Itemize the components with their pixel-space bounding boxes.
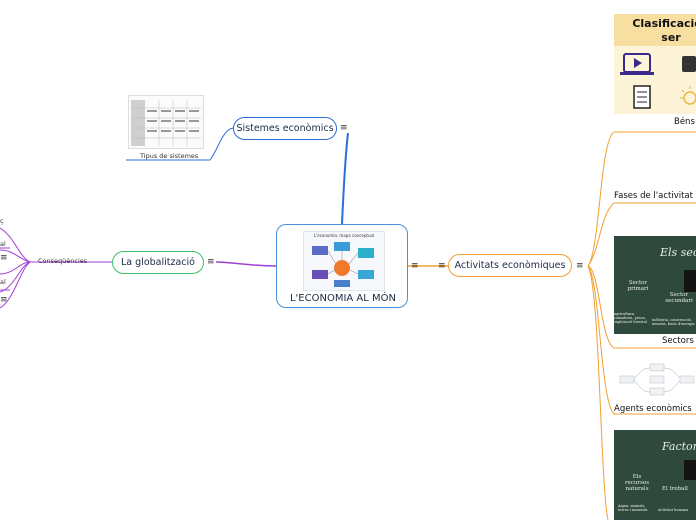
node-sistemes-label: Sistemes econòmics [236, 123, 333, 134]
leaf-menu-icon-1[interactable]: ≡ [0, 254, 8, 263]
activitats-menu-icon-left[interactable]: ≡ [438, 262, 446, 271]
node-globalitzacio-label: La globalització [121, 257, 195, 268]
consequencies-leaf-4[interactable]: al [0, 278, 6, 286]
node-globalitzacio[interactable]: La globalització [112, 251, 204, 274]
sectors-board-dark-box [684, 270, 696, 292]
activitats-menu-icon-right[interactable]: ≡ [576, 262, 584, 271]
sectors-board-secundari: Sector secundari [662, 292, 696, 304]
agents-diagram-image [618, 362, 696, 398]
central-menu-icon[interactable]: ≡ [411, 262, 419, 271]
bens-label[interactable]: Béns [674, 117, 695, 127]
agents-label[interactable]: Agents econòmics [614, 404, 692, 414]
factors-board-dark-box [684, 460, 696, 480]
bens-image: Clasificación ser [614, 14, 696, 114]
central-concept-map-image: L'economia: mapa conceptual [303, 231, 385, 291]
table-thumbnail-graphic [129, 96, 203, 148]
fases-label[interactable]: Fases de l'activitat e [614, 191, 696, 201]
sectors-board-title: Els sector [660, 246, 696, 259]
node-activitats-economiques[interactable]: Activitats econòmiques [448, 254, 572, 277]
consequencies-leaf-1[interactable]: ç [0, 217, 4, 225]
factors-chalkboard-image: Factors Els recursos naturals El treball… [614, 430, 696, 520]
tipus-sistemes-label[interactable]: Tipus de sistemes [140, 152, 198, 160]
bens-image-title: Clasificación ser [626, 17, 696, 45]
leaf-menu-icon-2[interactable]: ≡ [0, 296, 8, 305]
central-title: L'ECONOMIA AL MÓN [277, 293, 409, 304]
consequencies-label[interactable]: Conseqüències [38, 257, 87, 265]
sectors-label[interactable]: Sectors [662, 336, 694, 346]
concept-map-diagram [304, 232, 384, 290]
sectors-chalkboard-image: Els sector Sector primari Sector secunda… [614, 236, 696, 334]
sectors-board-primari: Sector primari [620, 280, 656, 292]
sistemes-menu-icon[interactable]: ≡ [340, 124, 348, 133]
factors-board-recursos-desc: Aigua, animals, terres i minerals [618, 504, 654, 512]
factors-board-treball: El treball [662, 486, 688, 492]
factors-board-recursos: Els recursos naturals [620, 474, 654, 492]
factors-board-title: Factors [662, 440, 696, 453]
sectors-board-secundari-desc: indústria, construcció, mineria, fonts d… [652, 318, 696, 326]
central-node[interactable]: L'economia: mapa conceptual L'ECONOMIA A… [276, 224, 408, 308]
agents-diagram-graphic [618, 362, 696, 398]
node-sistemes-economics[interactable]: Sistemes econòmics [233, 117, 337, 140]
consequencies-leaf-2[interactable]: al [0, 240, 6, 248]
node-activitats-label: Activitats econòmiques [455, 260, 566, 271]
bens-icons [614, 46, 696, 114]
sectors-board-primari-desc: agricultura, ramaderia, pesca, explotaci… [614, 312, 652, 324]
tipus-sistemes-image [128, 95, 204, 149]
factors-board-treball-desc: Activitat humana [658, 508, 694, 512]
globalitzacio-menu-icon[interactable]: ≡ [207, 258, 215, 267]
